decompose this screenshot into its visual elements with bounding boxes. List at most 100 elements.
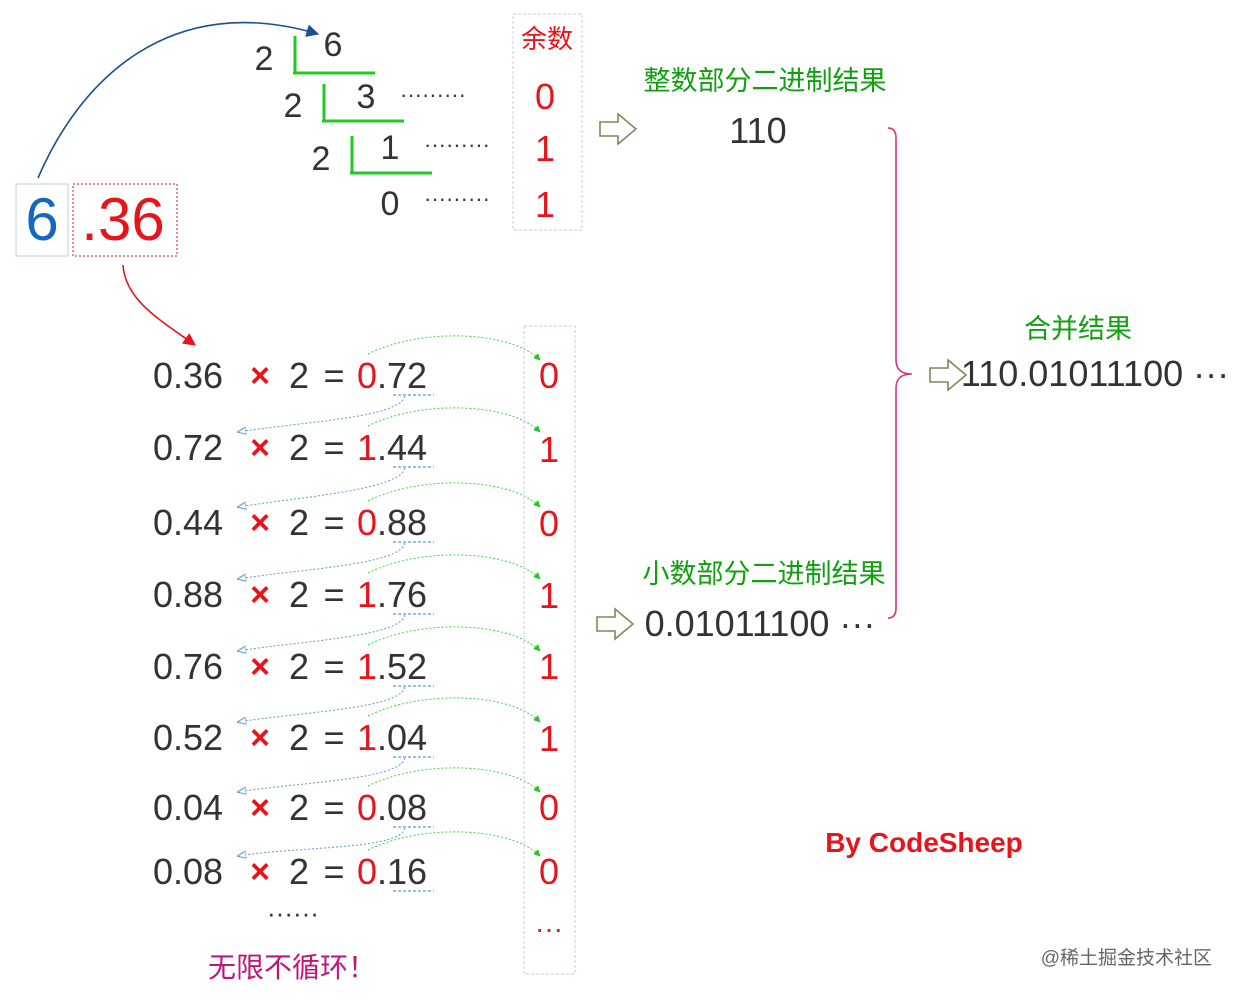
fraction-multiplication: 0.36×2=0.720.72×2=1.440.44×2=0.880.88×2=… [153,355,434,892]
multiplication-row: 0.52×2=1.04 [153,717,434,758]
factor: 2 [289,502,309,543]
watermark: @稀土掘金技术社区 [1041,947,1212,969]
remainder-column [512,13,583,231]
product-integer-digit: 1 [357,717,377,758]
integer-part: 6 [25,186,58,253]
fraction-bit: 0 [539,503,559,544]
times-sign: × [250,853,270,891]
bit-arrow [367,767,541,793]
integer-part-box [15,183,69,257]
bit-arrow [367,626,541,652]
bit-arrow [367,697,541,723]
dividend: 0 [381,185,400,223]
equals-sign: = [323,574,344,615]
product-fraction-digits: .52 [377,646,427,687]
product-fraction-digits: .16 [377,851,427,892]
multiplicand: 0.52 [153,717,223,758]
multiplicand: 0.76 [153,646,223,687]
remainder: 1 [535,184,555,225]
times-sign: × [250,504,270,542]
factor: 2 [289,427,309,468]
product-integer-digit: 1 [357,646,377,687]
product-fraction-digits: .72 [377,355,427,396]
times-sign: × [250,576,270,614]
multiplicand: 0.08 [153,851,223,892]
product-fraction-digits: .08 [377,787,427,828]
product-fraction-digits: .88 [377,502,427,543]
bit-arrow [367,407,541,433]
divisor: 2 [284,87,303,125]
multiplicand: 0.72 [153,427,223,468]
product-integer-digit: 1 [357,427,377,468]
carry-arrow [238,827,406,856]
bit-arrow [367,482,541,508]
hollow-right-arrow-icon [599,112,638,146]
dividend: 6 [324,26,343,64]
merge-label: 合并结果 [1024,314,1132,344]
product-fraction-digits: .44 [377,427,427,468]
equals-sign: = [323,717,344,758]
dividend: 3 [357,78,376,116]
remainder: 0 [535,76,555,117]
equals-sign: = [323,787,344,828]
fraction-part-arrow [122,264,197,346]
fraction-bit: 1 [539,575,559,616]
integer-result-label: 整数部分二进制结果 [644,66,887,96]
connector-arcs [238,335,541,856]
fraction-result-value: 0.01011100 ··· [645,603,876,644]
times-sign: × [250,429,270,467]
factor: 2 [289,355,309,396]
bit-continuation: ··· [535,913,563,944]
integer-result-value: 110 [729,110,786,151]
fraction-bit: 0 [539,355,559,396]
factor: 2 [289,717,309,758]
multiplicand: 0.88 [153,574,223,615]
divisor: 2 [312,140,331,178]
multiplication-row: 0.04×2=0.08 [153,787,434,828]
product-integer-digit: 0 [357,502,377,543]
product-fraction-digits: .76 [377,574,427,615]
fraction-bit: 0 [539,851,559,892]
carry-arrow [238,395,406,432]
credit: By CodeSheep [825,827,1023,858]
multiplicand: 0.44 [153,502,223,543]
carry-arrow [238,614,406,651]
equals-sign: = [323,355,344,396]
remainder: 1 [535,128,555,169]
product-integer-digit: 0 [357,355,377,396]
times-sign: × [250,789,270,827]
fraction-part: .36 [81,186,164,253]
integer-division: 2 6 2 3 ········· 2 1 ········· 0 ······… [255,13,887,231]
equals-sign: = [323,427,344,468]
product-integer-digit: 1 [357,574,377,615]
multiplication-row: 0.76×2=1.52 [153,646,434,687]
right-curly-brace-icon [887,127,913,619]
equals-sign: = [323,646,344,687]
multiplicand: 0.36 [153,355,223,396]
continuation-dots: ······ [267,898,319,928]
times-sign: × [250,357,270,395]
merge-value: 110.01011100 ··· [961,353,1229,394]
bit-arrow [367,335,541,361]
factor: 2 [289,787,309,828]
infinite-note: 无限不循环！ [208,952,376,983]
bit-column [523,325,576,975]
remainder-header: 余数 [521,24,573,54]
fraction-result-label: 小数部分二进制结果 [643,559,886,589]
fraction-bit: 1 [539,429,559,470]
carry-arrow [238,686,406,722]
factor: 2 [289,851,309,892]
fraction-bit: 0 [539,787,559,828]
fraction-bit: 1 [539,646,559,687]
times-sign: × [250,648,270,686]
carry-arrow [238,467,406,507]
bit-arrow [367,554,541,580]
fraction-bit: 1 [539,718,559,759]
equals-sign: = [323,851,344,892]
multiplication-row: 0.44×2=0.88 [153,502,434,543]
dividend: 1 [381,129,400,167]
carry-arrow [238,542,406,579]
fraction-part-box [72,183,178,257]
product-integer-digit: 0 [357,787,377,828]
